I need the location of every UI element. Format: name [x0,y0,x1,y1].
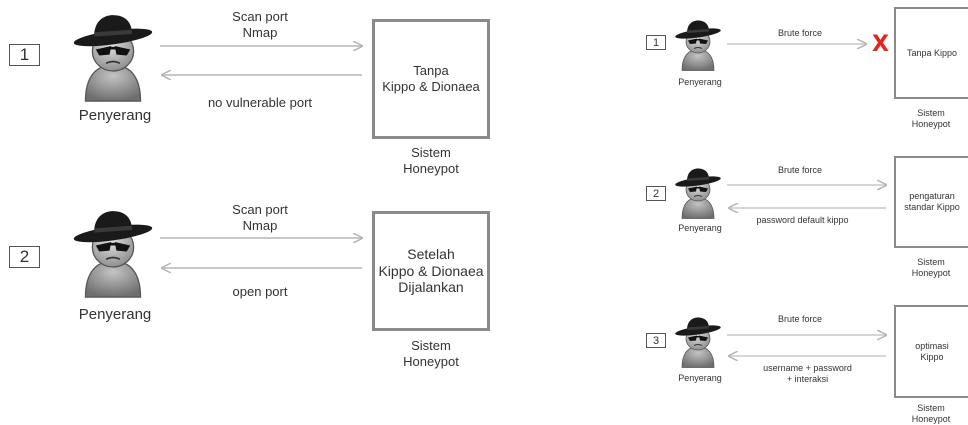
attacker-label: Penyerang [678,223,722,233]
response-label: password default kippo [756,215,849,225]
scenario-number: 2 [9,246,40,268]
response-label: open port [232,284,288,299]
request-label: Brute force [777,165,823,175]
response-label: no vulnerable port [207,95,313,110]
request-label: Brute force [777,314,823,324]
honeypot-box: pengaturan standar Kippo [894,156,968,248]
attacker-label: Penyerang [678,373,722,383]
system-label: Sistem Honeypot [403,145,459,176]
spy-attacker-icon [673,312,723,370]
box-text: optimasi Kippo [915,340,949,362]
honeypot-box: Tanpa Kippo & Dionaea [372,19,490,139]
system-label: Sistem Honeypot [911,108,951,129]
honeypot-box: optimasi Kippo [894,305,968,398]
attacker-label: Penyerang [78,306,152,323]
attacker-label: Penyerang [678,77,722,87]
box-text: Setelah Kippo & Dionaea Dijalankan [378,245,484,296]
response-label: username + password + interaksi [763,363,852,384]
honeypot-box: Setelah Kippo & Dionaea Dijalankan [372,211,490,331]
system-label: Sistem Honeypot [911,257,951,278]
system-label: Sistem Honeypot [403,338,459,369]
honeypot-box: Tanpa Kippo [894,7,968,99]
scenario-number: 2 [646,186,666,201]
scenario-number: 3 [646,333,666,348]
spy-attacker-icon [70,204,156,299]
request-label: Scan port Nmap [232,9,288,40]
attacker-label: Penyerang [78,107,152,124]
spy-attacker-icon [70,8,156,103]
box-text: Tanpa Kippo & Dionaea [382,63,480,94]
blocked-x-icon: X [872,32,889,57]
request-label: Scan port Nmap [232,202,288,233]
box-text: Tanpa Kippo [906,47,958,58]
scenario-number: 1 [646,35,666,50]
system-label: Sistem Honeypot [911,403,951,424]
spy-attacker-icon [673,15,723,73]
request-label: Brute force [777,28,823,38]
box-text: pengaturan standar Kippo [904,191,960,212]
spy-attacker-icon [673,163,723,221]
scenario-number: 1 [9,44,40,66]
